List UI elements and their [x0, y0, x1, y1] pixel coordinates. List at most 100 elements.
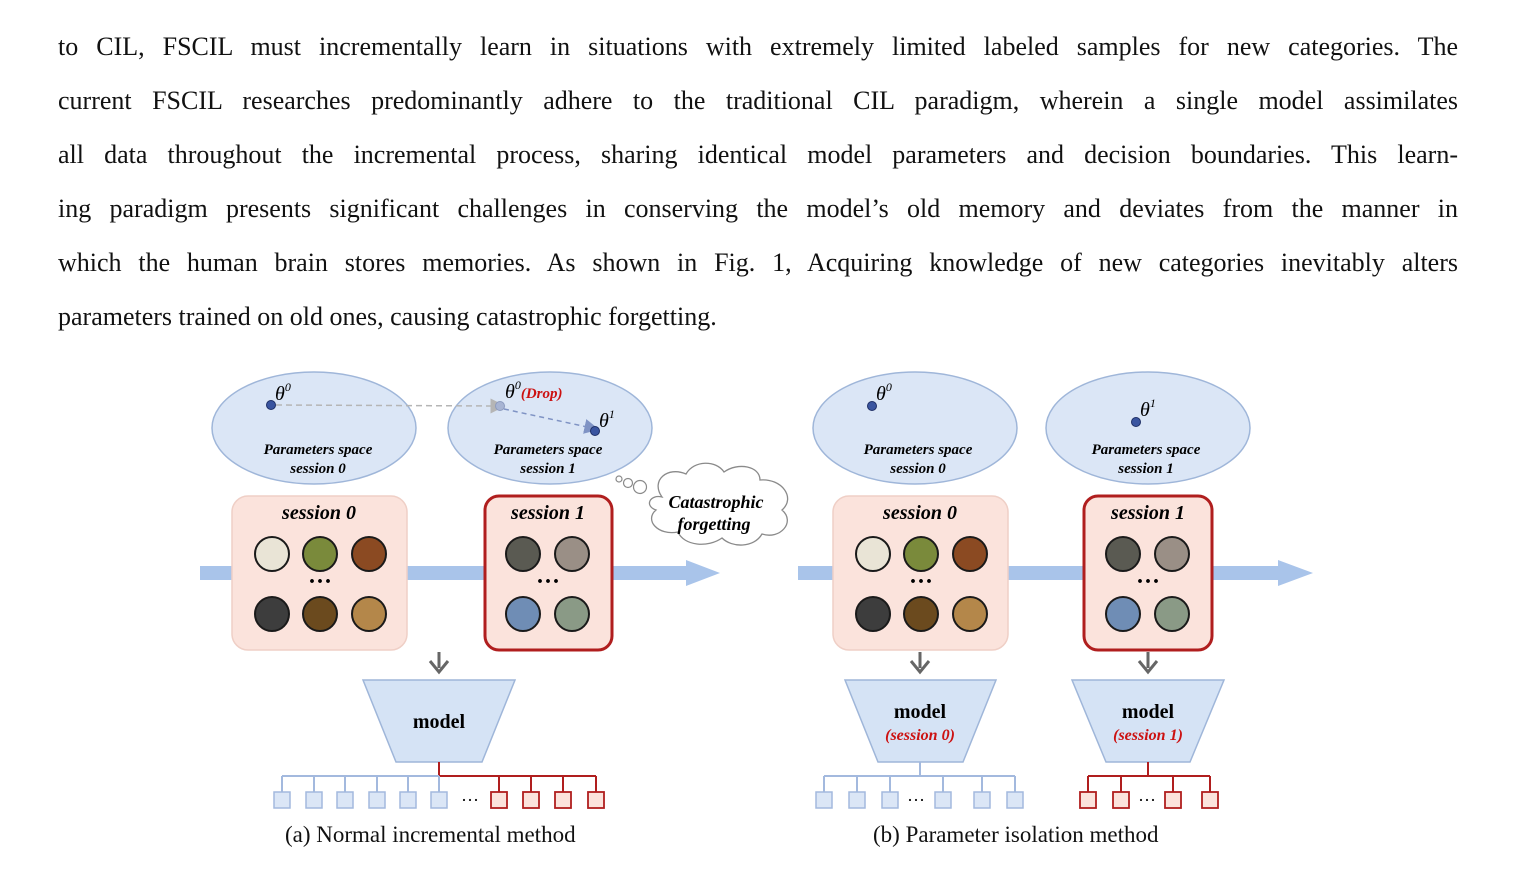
theta-point	[867, 401, 877, 411]
class-image	[351, 596, 387, 632]
paragraph-line: current FSCIL researches predominantly a…	[58, 86, 1458, 115]
theta-point	[590, 426, 600, 436]
session-title: session 1	[1110, 502, 1185, 524]
ellipsis: ···	[1136, 569, 1160, 595]
model-trapezoid	[1070, 679, 1226, 763]
paragraph-line: all data throughout the incremental proc…	[58, 140, 1458, 169]
class-image	[952, 596, 988, 632]
old-class-head	[848, 791, 866, 809]
thought-bubble: Catastrophic forgetting	[615, 462, 789, 546]
new-class-head	[1079, 791, 1097, 809]
drift-arrow	[503, 408, 600, 434]
theta0-label: θ0	[275, 380, 291, 405]
param-space-ellipse	[211, 371, 417, 485]
down-arrowhead	[428, 660, 450, 675]
new-class-head	[1164, 791, 1182, 809]
class-image	[1105, 536, 1141, 572]
classifier-heads: ···	[273, 762, 605, 810]
class-image-set	[254, 536, 387, 632]
session-title: session 1	[510, 502, 585, 524]
old-class-head	[1006, 791, 1024, 809]
new-class-head	[522, 791, 540, 809]
old-class-head	[336, 791, 354, 809]
old-class-head	[273, 791, 291, 809]
old-class-head	[430, 791, 448, 809]
ellipsis: ···	[536, 569, 560, 595]
timeline-arrowhead	[686, 560, 720, 586]
session-title: session 0	[281, 502, 356, 524]
model-label: model	[894, 701, 947, 723]
old-class-head	[881, 791, 899, 809]
down-arrowhead	[1137, 660, 1159, 675]
old-class-head	[934, 791, 952, 809]
class-image	[554, 536, 590, 572]
class-image	[505, 596, 541, 632]
model-session-label: (session 0)	[885, 727, 955, 744]
model-trapezoid	[843, 679, 998, 763]
ellipsis: ···	[308, 569, 332, 595]
paragraph-line: which the human brain stores memories. A…	[58, 248, 1458, 277]
class-image	[855, 596, 891, 632]
thought-text: forgetting	[677, 514, 750, 534]
thought-text: Catastrophic	[668, 492, 763, 512]
new-class-head	[554, 791, 572, 809]
caption-a: (a) Normal incremental method	[285, 822, 576, 847]
class-image	[903, 536, 939, 572]
paragraph-line: to CIL, FSCIL must incrementally learn i…	[58, 32, 1458, 61]
new-class-head	[1201, 791, 1219, 809]
class-image	[505, 536, 541, 572]
param-space-session-label: session 1	[519, 461, 575, 477]
timeline-arrowhead	[1278, 560, 1313, 586]
new-class-head	[1112, 791, 1130, 809]
theta1-label: θ1	[1140, 396, 1156, 421]
classifier-heads: ···	[1079, 762, 1219, 810]
old-class-head	[815, 791, 833, 809]
class-image	[855, 536, 891, 572]
class-image-set	[505, 536, 590, 632]
theta-point	[1131, 417, 1141, 427]
class-image	[302, 596, 338, 632]
model-session-label: (session 1)	[1113, 727, 1183, 744]
heads-ellipsis: ···	[461, 790, 479, 810]
param-space-ellipse	[812, 371, 1018, 485]
param-space-label: Parameters space	[264, 442, 373, 458]
class-image-set	[855, 536, 988, 632]
down-arrowhead	[909, 660, 931, 675]
class-image	[1154, 536, 1190, 572]
old-class-head	[368, 791, 386, 809]
class-image	[903, 596, 939, 632]
old-class-head	[973, 791, 991, 809]
class-image	[554, 596, 590, 632]
theta-point	[266, 400, 276, 410]
old-class-head	[305, 791, 323, 809]
figure-1: θ0 Parameters space session 0 θ0(Drop) θ…	[200, 371, 1313, 810]
paragraph-line: ing paradigm presents significant challe…	[58, 194, 1458, 223]
theta1-label: θ1	[599, 407, 615, 432]
new-class-head	[490, 791, 508, 809]
class-image	[1154, 596, 1190, 632]
drift-arrow	[275, 398, 506, 414]
theta0-drop-label: θ0(Drop)	[505, 378, 563, 403]
param-space-label: Parameters space	[864, 442, 973, 458]
new-class-head	[587, 791, 605, 809]
old-class-head	[399, 791, 417, 809]
class-image	[302, 536, 338, 572]
theta0-label: θ0	[876, 380, 892, 405]
class-image	[351, 536, 387, 572]
class-image	[952, 536, 988, 572]
body-paragraph: to CIL, FSCIL must incrementally learn i…	[58, 20, 1458, 344]
classifier-heads: ···	[815, 762, 1024, 810]
theta-point-dropped	[495, 401, 505, 411]
panel-a: θ0 Parameters space session 0 θ0(Drop) θ…	[200, 371, 789, 810]
heads-ellipsis: ···	[1138, 790, 1156, 810]
panel-b: θ0 Parameters space session 0 θ1 Paramet…	[798, 371, 1313, 810]
model-label: model	[1122, 701, 1175, 723]
class-image	[254, 596, 290, 632]
caption-b: (b) Parameter isolation method	[873, 822, 1159, 847]
session-title: session 0	[882, 502, 957, 524]
class-image	[254, 536, 290, 572]
class-image	[1105, 596, 1141, 632]
model-trapezoid	[361, 679, 517, 763]
heads-ellipsis: ···	[907, 790, 925, 810]
param-space-session-label: session 0	[889, 461, 946, 477]
